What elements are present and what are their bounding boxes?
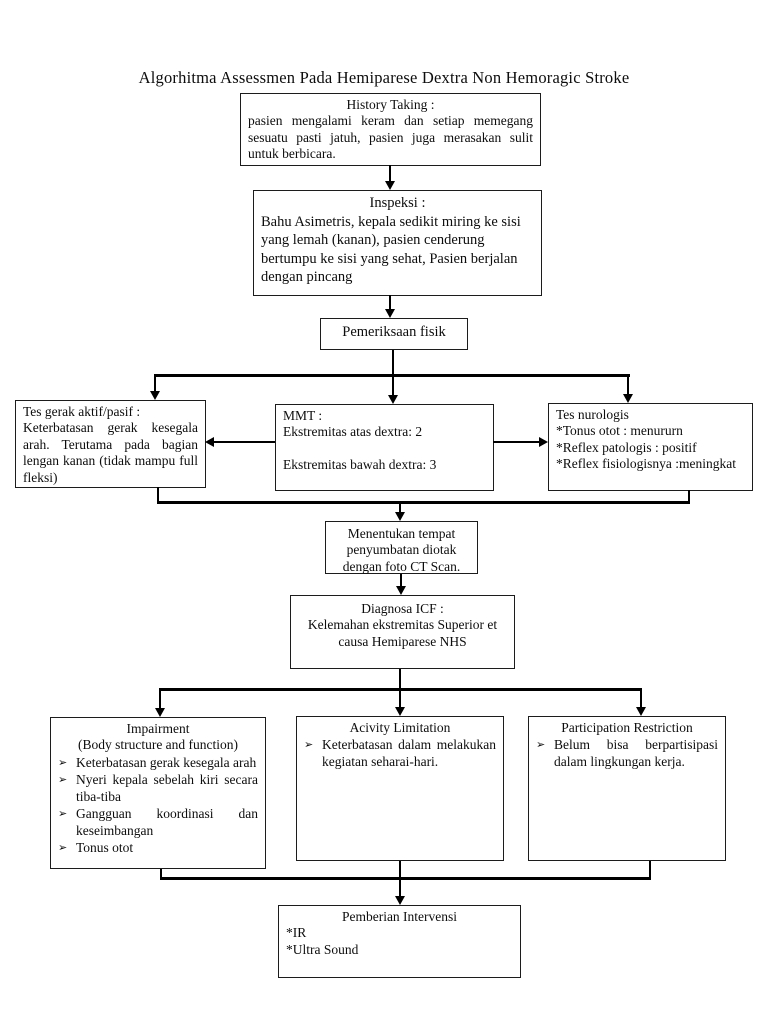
participation-restriction-box: Participation Restriction ➢ Belum bisa b… [528, 716, 726, 861]
ct-scan-box: Menentukan tempat penyumbatan diotak den… [325, 521, 478, 574]
tes-nurologis-fisiologis: *Reflex fisiologisnya :meningkat [556, 456, 736, 472]
arrowhead-down-icon [385, 181, 395, 190]
connector-inspeksi-to-pemeriksaan [389, 295, 391, 310]
inspeksi-box: Inspeksi : Bahu Asimetris, kepala sediki… [253, 190, 542, 296]
connector-branch-to-activity [399, 691, 401, 708]
mmt-line-upper: Ekstremitas atas dextra: 2 [283, 424, 423, 440]
arrow-bullet-icon: ➢ [58, 807, 68, 821]
connector-merge-to-ct-scan [399, 504, 401, 513]
history-taking-body: pasien mengalami keram dan setiap memega… [248, 113, 533, 162]
connector-pemeriksaan-to-branch [392, 350, 394, 396]
tes-nurologis-tonus: *Tonus otot : menururn [556, 423, 683, 439]
pemberian-intervensi-ultrasound: *Ultra Sound [286, 941, 359, 957]
impairment-item: ➢ Tonus otot [58, 840, 258, 857]
arrowhead-down-icon [395, 896, 405, 905]
impairment-heading: Impairment [126, 721, 190, 736]
page-title: Algorhitma Assessmen Pada Hemiparese Dex… [138, 68, 630, 87]
arrow-bullet-icon: ➢ [58, 773, 68, 787]
mmt-box: MMT : Ekstremitas atas dextra: 2 Ekstrem… [275, 404, 494, 491]
arrowhead-down-icon [155, 708, 165, 717]
arrow-bullet-icon: ➢ [58, 841, 68, 855]
arrowhead-left-icon [205, 437, 214, 447]
activity-limitation-item: ➢ Keterbatasan dalam melakukan kegiatan … [304, 737, 496, 770]
arrowhead-down-icon [388, 395, 398, 404]
inspeksi-body: Bahu Asimetris, kepala sedikit miring ke… [261, 213, 521, 286]
arrowhead-right-icon [539, 437, 548, 447]
activity-limitation-box: Acivity Limitation ➢ Keterbatasan dalam … [296, 716, 504, 861]
tes-nurologis-patologis: *Reflex patologis : positif [556, 439, 697, 455]
tes-gerak-body: Keterbatasan gerak kesegala arah. Teruta… [23, 420, 198, 485]
merge-line-tests [157, 501, 690, 504]
arrowhead-down-icon [395, 707, 405, 716]
impairment-item-text: Tonus otot [76, 840, 134, 856]
pemberian-intervensi-heading: Pemberian Intervensi [341, 909, 458, 924]
arrow-bullet-icon: ➢ [58, 755, 68, 769]
pemeriksaan-fisik-label: Pemeriksaan fisik [342, 324, 446, 340]
stub-activity-to-merge [399, 861, 401, 880]
connector-ct-scan-to-diagnosa [400, 574, 402, 587]
arrowhead-down-icon [395, 512, 405, 521]
branch-line-tests [154, 374, 630, 377]
stub-tes-gerak-to-merge [157, 487, 159, 503]
connector-mmt-to-tes-gerak [214, 441, 275, 443]
arrow-bullet-icon: ➢ [304, 738, 314, 752]
tes-nurologis-heading: Tes nurologis [556, 407, 629, 422]
impairment-subheading: (Body structure and function) [77, 737, 239, 753]
activity-limitation-heading: Acivity Limitation [349, 720, 451, 735]
connector-branch-to-tes-gerak [154, 377, 156, 392]
tes-nurologis-box: Tes nurologis *Tonus otot : menururn *Re… [548, 403, 753, 491]
connector-branch-to-tes-nurologis [627, 377, 629, 395]
connector-branch-to-impairment [159, 691, 161, 709]
arrowhead-down-icon [150, 391, 160, 400]
arrowhead-down-icon [385, 309, 395, 318]
connector-mmt-to-tes-nurologis [493, 441, 539, 443]
arrow-bullet-icon: ➢ [536, 738, 546, 752]
participation-restriction-heading: Participation Restriction [561, 720, 693, 735]
stub-participation-to-merge [649, 861, 651, 880]
mmt-spacer [283, 441, 486, 457]
history-taking-heading: History Taking : [346, 97, 435, 112]
pemberian-intervensi-ir: *IR [286, 925, 307, 941]
tes-gerak-heading: Tes gerak aktif/pasif : [23, 404, 141, 419]
stub-impairment-to-merge [160, 869, 162, 880]
ct-scan-body: Menentukan tempat penyumbatan diotak den… [342, 526, 461, 574]
connector-history-to-inspeksi [389, 165, 391, 182]
impairment-item-text: Keterbatasan gerak kesegala arah [76, 754, 257, 770]
mmt-line-lower: Ekstremitas bawah dextra: 3 [283, 456, 437, 472]
pemberian-intervensi-box: Pemberian Intervensi *IR *Ultra Sound [278, 905, 521, 978]
stub-tes-nurologis-to-merge [688, 490, 690, 503]
inspeksi-heading: Inspeksi : [369, 195, 426, 211]
tes-gerak-box: Tes gerak aktif/pasif : Keterbatasan ger… [15, 400, 206, 488]
pemeriksaan-fisik-box: Pemeriksaan fisik [320, 318, 468, 350]
arrowhead-down-icon [623, 394, 633, 403]
impairment-item-text: Gangguan koordinasi dan keseimbangan [76, 806, 258, 838]
branch-line-icf [159, 688, 642, 691]
mmt-heading: MMT : [283, 408, 323, 423]
impairment-item-text: Nyeri kepala sebelah kiri secara tiba-ti… [76, 772, 258, 804]
merge-line-icf [160, 877, 651, 880]
arrowhead-down-icon [396, 586, 406, 595]
connector-diagnosa-to-branch [399, 669, 401, 689]
diagnosa-icf-body: Kelemahan ekstremitas Superior et causa … [307, 617, 498, 649]
impairment-item: ➢ Keterbatasan gerak kesegala arah [58, 755, 258, 772]
history-taking-box: History Taking : pasien mengalami keram … [240, 93, 541, 166]
impairment-box: Impairment (Body structure and function)… [50, 717, 266, 869]
activity-limitation-item-text: Keterbatasan dalam melakukan kegiatan se… [322, 737, 496, 769]
participation-restriction-item-text: Belum bisa berpartisipasi dalam lingkung… [554, 737, 718, 769]
diagnosa-icf-box: Diagnosa ICF : Kelemahan ekstremitas Sup… [290, 595, 515, 669]
connector-branch-to-participation [640, 691, 642, 708]
impairment-item: ➢ Nyeri kepala sebelah kiri secara tiba-… [58, 772, 258, 805]
arrowhead-down-icon [636, 707, 646, 716]
diagnosa-icf-heading: Diagnosa ICF : [361, 601, 444, 616]
connector-merge-to-intervensi [399, 880, 401, 897]
participation-restriction-item: ➢ Belum bisa berpartisipasi dalam lingku… [536, 737, 718, 770]
impairment-item: ➢ Gangguan koordinasi dan keseimbangan [58, 806, 258, 839]
